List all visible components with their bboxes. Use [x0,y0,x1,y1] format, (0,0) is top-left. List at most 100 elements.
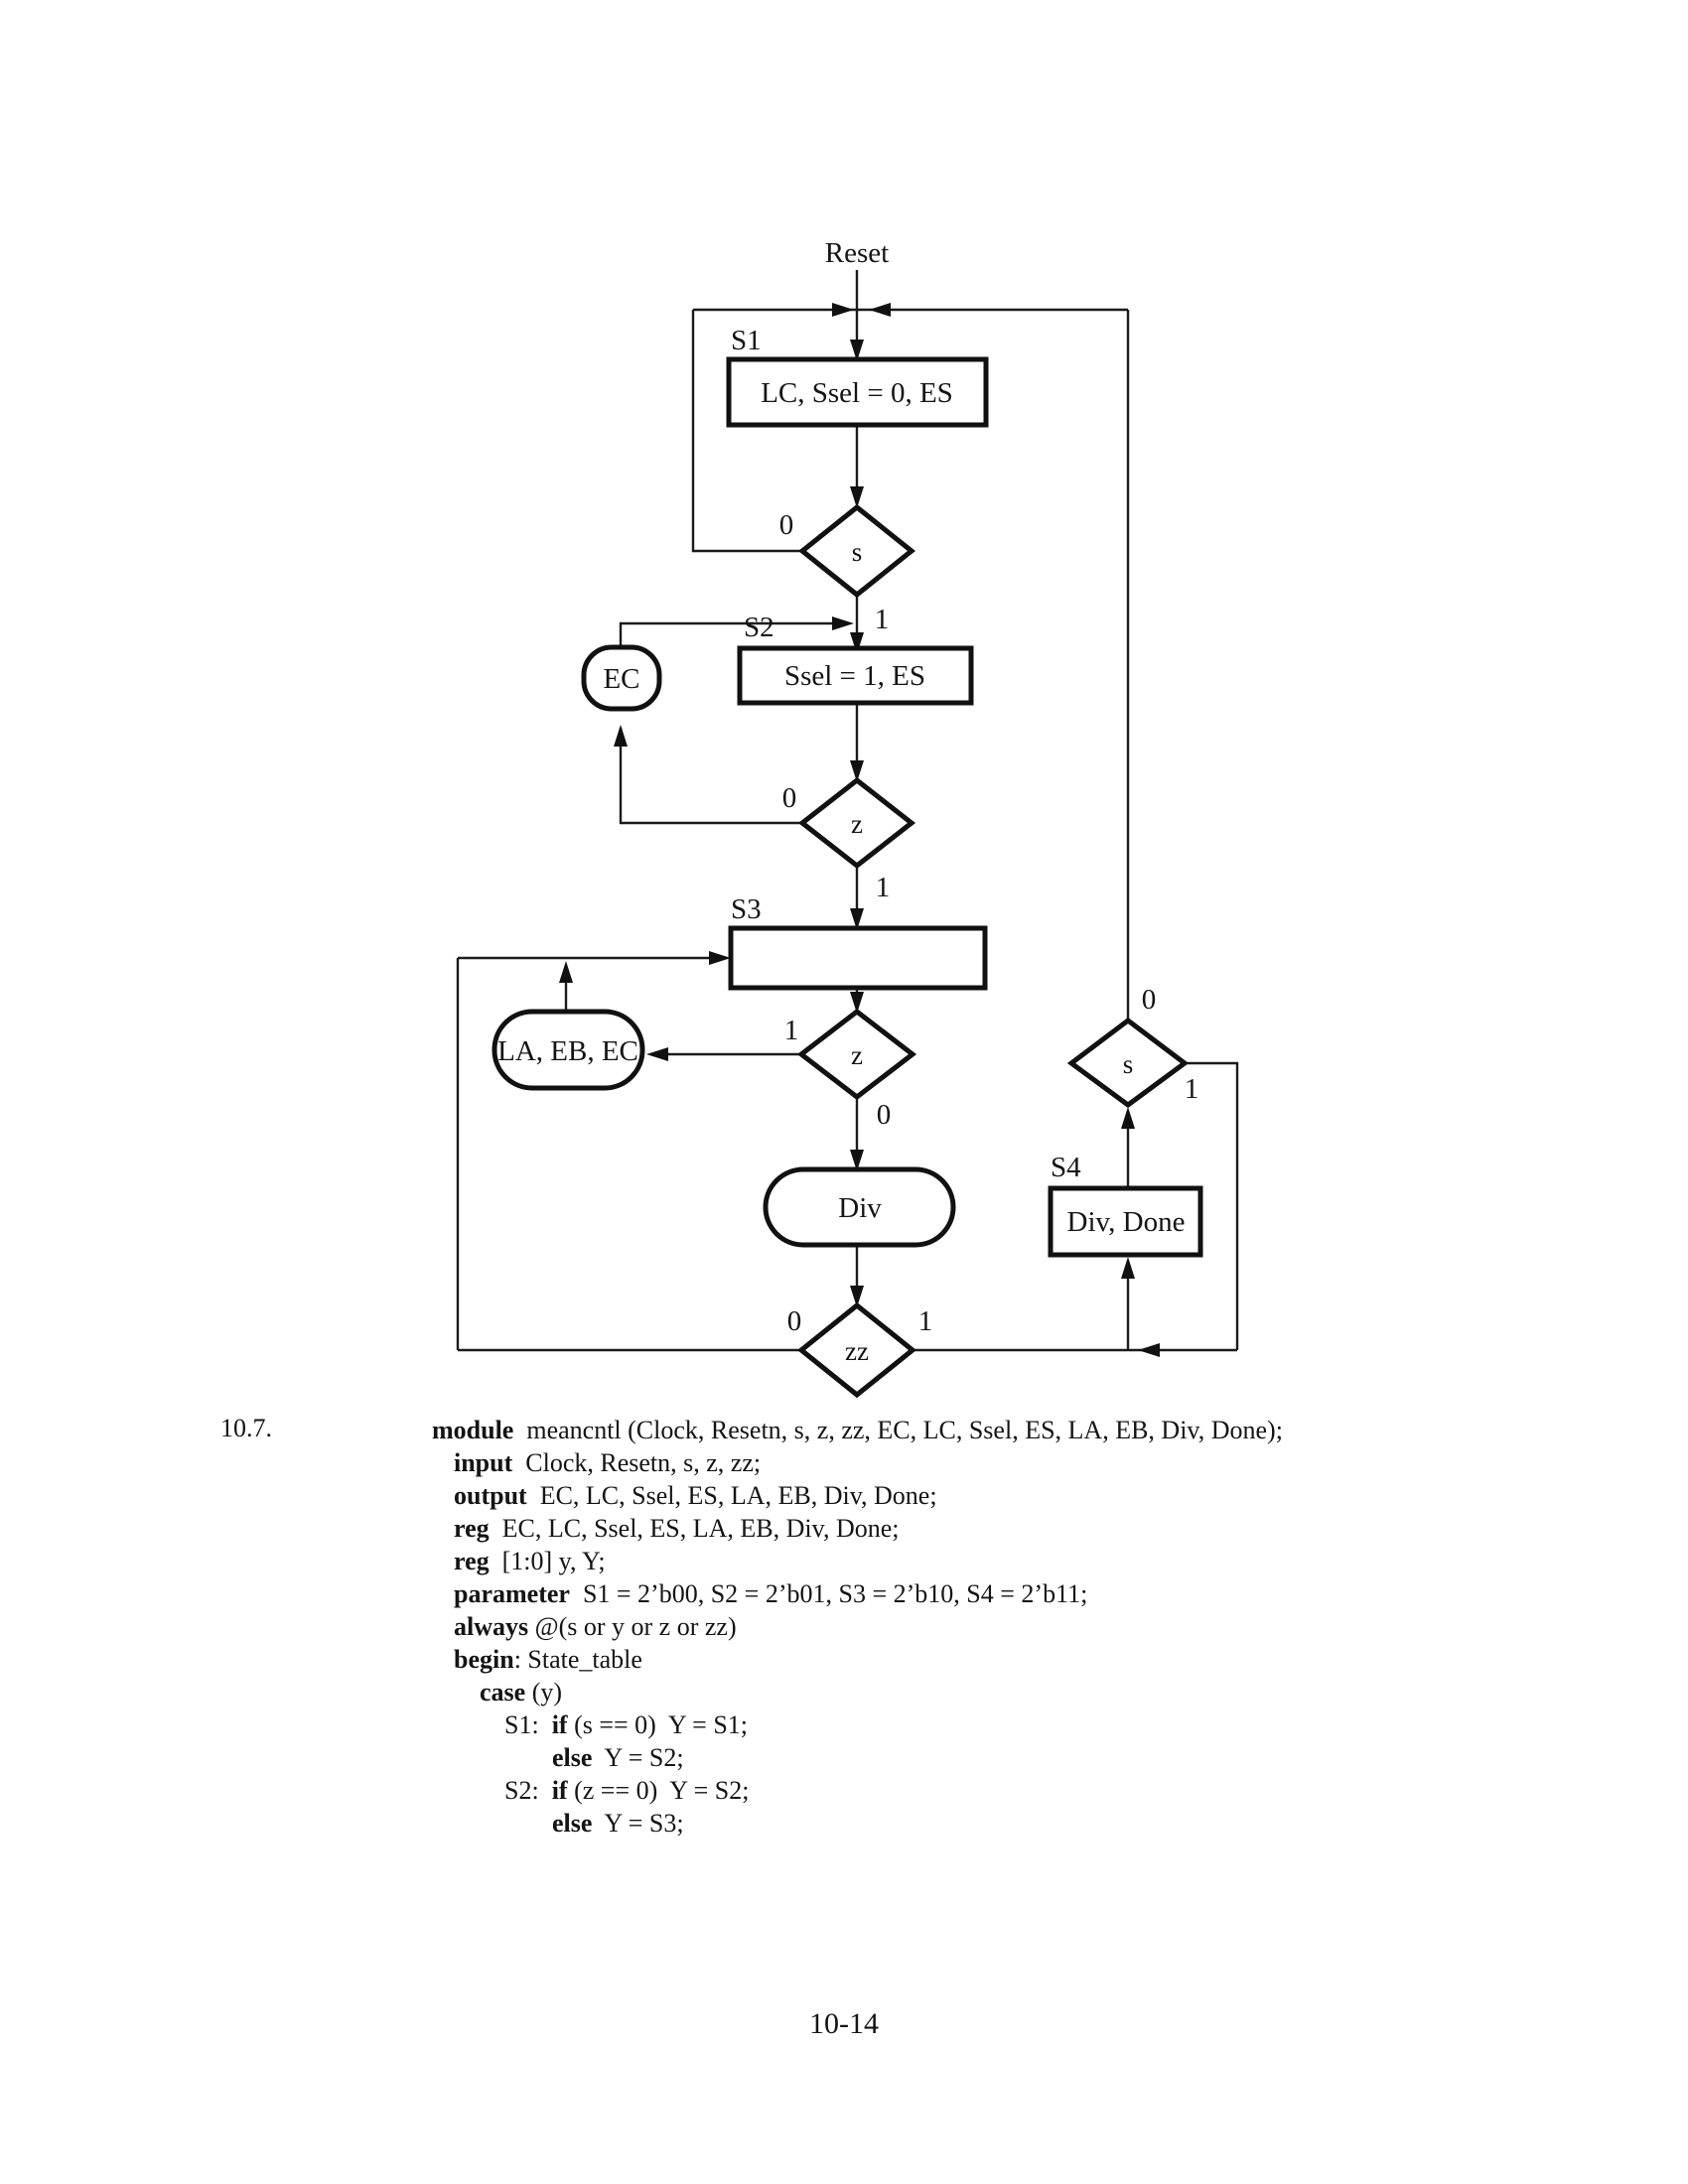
code-text: meancntl (Clock, Resetn, s, z, zz, EC, L… [513,1416,1283,1444]
output-div-text: Div [838,1192,882,1224]
code-text: (s == 0) Y = S1; [567,1710,749,1739]
code-line-4: reg [1:0] y, Y; [454,1545,606,1577]
code-line-11: S2: if (z == 0) Y = S2; [504,1774,749,1807]
reset-label: Reset [825,237,889,269]
output-oval-ec [581,644,662,712]
code-text: @(s or y or z or zz) [528,1612,737,1641]
decision-z2-text: z [851,1040,863,1070]
code-text: : State_table [513,1645,642,1674]
arrow-into-stadium [646,1047,668,1061]
arrow-junction-right [869,303,891,317]
code-text: Clock, Resetn, s, z, zz; [512,1448,762,1477]
code-text: S2: [504,1776,552,1805]
code-line-5: parameter S1 = 2’b00, S2 = 2’b01, S3 = 2… [454,1577,1087,1610]
branch-z1-1: 1 [876,872,891,903]
flow-shapes [492,356,1203,1399]
code-keyword: input [454,1448,513,1477]
branch-z1-0: 0 [782,782,797,814]
arrow-ec-return [832,616,854,630]
branch-zz-0: 0 [787,1305,802,1337]
decision-s4-text: s [1123,1049,1134,1079]
state-tag-s2: S2 [744,612,774,643]
ec-return-line [619,621,847,649]
flow-arrowheads [559,303,1160,1357]
code-text: (z == 0) Y = S2; [567,1776,750,1805]
code-text: EC, LC, Ssel, ES, LA, EB, Div, Done; [489,1514,900,1543]
output-ec-text: EC [603,663,639,695]
branch-s4-1: 1 [1185,1073,1199,1105]
branch-s1-1: 1 [875,604,890,635]
code-keyword: module [432,1416,514,1444]
code-keyword: begin [454,1645,514,1674]
code-text: EC, LC, Ssel, ES, LA, EB, Div, Done; [526,1481,937,1510]
decision-z1 [797,776,916,870]
state-tag-s4: S4 [1051,1152,1081,1183]
code-line-2: output EC, LC, Ssel, ES, LA, EB, Div, Do… [454,1479,937,1512]
state-box-s1 [726,356,989,428]
arrow-into-s4-decision [1121,1107,1135,1129]
problem-number: 10.7. [220,1414,272,1442]
flow-labels: Reset S1 LC, Ssel = 0, ES 0 s 1 S2 Ssel … [497,237,1198,1366]
code-text: Y = S3; [592,1809,684,1838]
s1-zero-loop [691,310,802,553]
page-number: 10-14 [809,2007,879,2040]
code-line-7: begin: State_table [454,1643,642,1676]
arrow-bottom-left [1138,1343,1160,1357]
arrow-junction-left [832,303,854,317]
branch-s4-0: 0 [1142,984,1157,1016]
state-box-s2-text: Ssel = 1, ES [784,660,925,692]
z1-zero-to-ec [619,728,802,825]
code-text: S1 = 2’b00, S2 = 2’b01, S3 = 2’b10, S4 =… [569,1579,1088,1608]
state-box-s4 [1048,1185,1203,1258]
code-keyword: case [480,1678,526,1706]
code-keyword: reg [454,1547,490,1575]
code-text: S1: [504,1710,552,1739]
code-line-12: else Y = S3; [552,1807,684,1840]
arrow-into-div [850,1150,864,1171]
code-line-3: reg EC, LC, Ssel, ES, LA, EB, Div, Done; [454,1512,900,1545]
code-text: [1:0] y, Y; [489,1547,606,1575]
code-line-9: S1: if (s == 0) Y = S1; [504,1708,748,1741]
code-line-1: input Clock, Resetn, s, z, zz; [454,1446,761,1479]
code-keyword: if [551,1710,568,1739]
code-line-10: else Y = S2; [552,1741,684,1774]
branch-s1-0: 0 [779,509,794,541]
s4-one-loop [1185,1061,1239,1350]
state-box-s1-text: LC, Ssel = 0, ES [761,377,953,409]
decision-z1-text: z [851,809,863,839]
asm-flowchart: Reset S1 LC, Ssel = 0, ES 0 s 1 S2 Ssel … [456,237,1239,1399]
arrow-into-s3-left [709,951,731,965]
code-line-0: module meancntl (Clock, Resetn, s, z, zz… [432,1414,1283,1446]
arrow-into-zz [850,1286,864,1307]
branch-zz-1: 1 [918,1305,933,1337]
state-box-s2 [737,645,974,706]
state-tag-s3: S3 [731,893,762,925]
code-keyword: else [552,1743,593,1772]
arrow-into-ec [614,725,628,747]
code-keyword: parameter [454,1579,570,1608]
arrow-into-s2-box [850,632,864,654]
state-box-s4-text: Div, Done [1067,1206,1186,1238]
code-keyword: reg [454,1514,490,1543]
arrow-into-s1-decision [850,486,864,508]
arrow-into-z1 [850,760,864,782]
decision-s1-text: s [852,537,863,567]
code-line-6: always @(s or y or z or zz) [454,1610,737,1643]
decision-s1 [797,503,916,599]
state-box-s3 [728,925,988,991]
output-la-eb-ec-text: LA, EB, EC [497,1035,638,1067]
code-keyword: output [454,1481,527,1510]
code-keyword: always [454,1612,529,1641]
code-text: (y) [525,1678,563,1706]
arrow-into-s4-box [1121,1257,1135,1279]
code-line-8: case (y) [480,1676,562,1708]
code-keyword: else [552,1809,593,1838]
arrow-into-s3-top [850,908,864,930]
output-oval-la-eb-ec [492,1009,645,1091]
branch-z2-1: 1 [784,1015,799,1046]
decision-zz [797,1301,916,1399]
arrow-stadium-up [559,961,573,983]
code-keyword: if [551,1776,568,1805]
arrow-into-z2 [850,992,864,1014]
